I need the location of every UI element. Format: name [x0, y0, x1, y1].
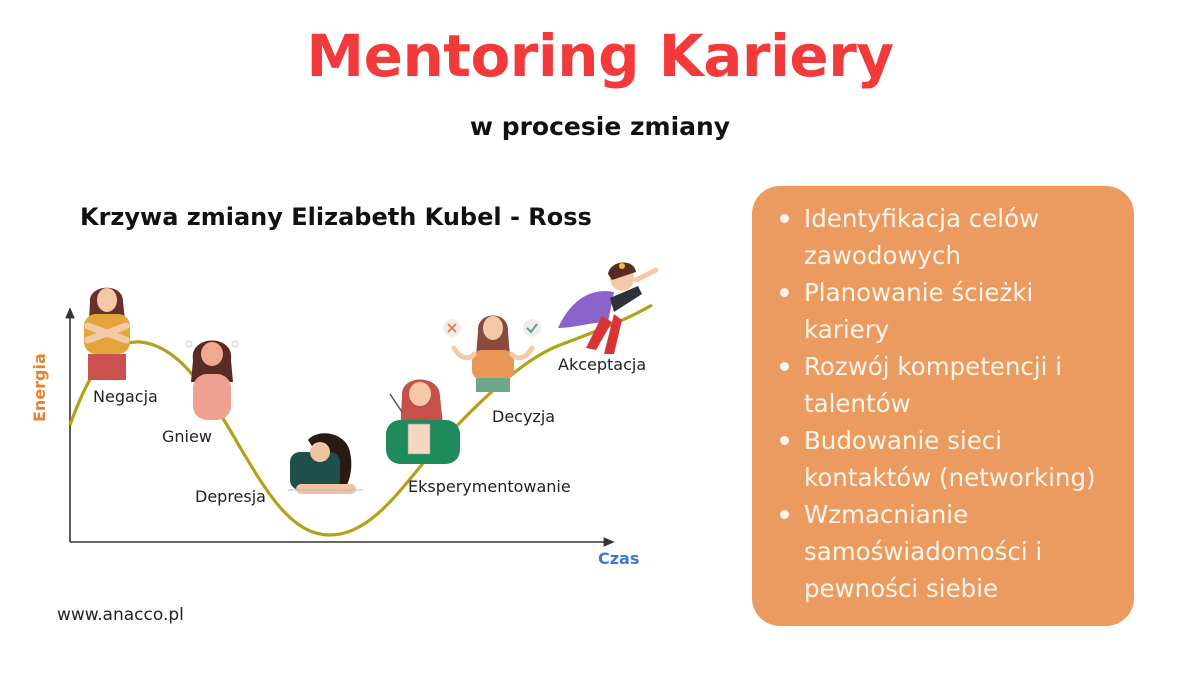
bullet-icon	[780, 214, 789, 223]
page-title: Mentoring Kariery	[306, 22, 894, 90]
stage-label-gniew: Gniew	[162, 427, 212, 446]
change-curve-diagram	[65, 303, 653, 547]
bullet-icon	[780, 288, 789, 297]
stage-label-negacja: Negacja	[93, 387, 158, 406]
deciding-woman-x-check-icon	[443, 315, 541, 392]
benefit-item: Rozwój kompetencji i talentów	[778, 348, 1116, 422]
benefit-text: Wzmacnianie samoświadomości i pewności s…	[804, 500, 1043, 603]
thinking-woman-notepad-icon	[386, 379, 460, 464]
y-axis-label: Energia	[30, 353, 49, 422]
flying-superhero-girl-icon	[558, 262, 659, 354]
bullet-icon	[780, 362, 789, 371]
benefit-item: Identyfikacja celów zawodowych	[778, 200, 1116, 274]
benefits-panel: Identyfikacja celów zawodowych Planowani…	[752, 186, 1134, 626]
change-curve	[68, 303, 653, 537]
diagram-title: Krzywa zmiany Elizabeth Kubel - Ross	[80, 203, 592, 231]
sad-woman-head-in-hand-icon	[288, 433, 363, 494]
benefit-text: Planowanie ścieżki kariery	[804, 278, 1034, 344]
website-link[interactable]: www.anacco.pl	[57, 605, 184, 625]
stage-label-akceptacja: Akceptacja	[558, 355, 647, 374]
benefit-item: Budowanie sieci kontaktów (networking)	[778, 422, 1116, 496]
angry-woman-icon	[185, 340, 239, 420]
x-axis-label: Czas	[598, 549, 640, 568]
page-subtitle: w procesie zmiany	[469, 112, 731, 141]
benefit-item: Planowanie ścieżki kariery	[778, 274, 1116, 348]
benefit-text: Budowanie sieci kontaktów (networking)	[804, 426, 1096, 492]
benefit-text: Rozwój kompetencji i talentów	[804, 352, 1063, 418]
stage-label-depresja: Depresja	[195, 487, 266, 506]
benefit-item: Wzmacnianie samoświadomości i pewności s…	[778, 496, 1116, 607]
woman-arms-crossed-icon	[84, 287, 130, 380]
benefit-text: Identyfikacja celów zawodowych	[804, 204, 1040, 270]
bullet-icon	[780, 436, 789, 445]
bullet-icon	[780, 510, 789, 519]
benefits-list: Identyfikacja celów zawodowych Planowani…	[778, 200, 1116, 607]
stage-label-decyzja: Decyzja	[492, 407, 556, 426]
stage-label-eksperymentowanie: Eksperymentowanie	[408, 477, 571, 496]
